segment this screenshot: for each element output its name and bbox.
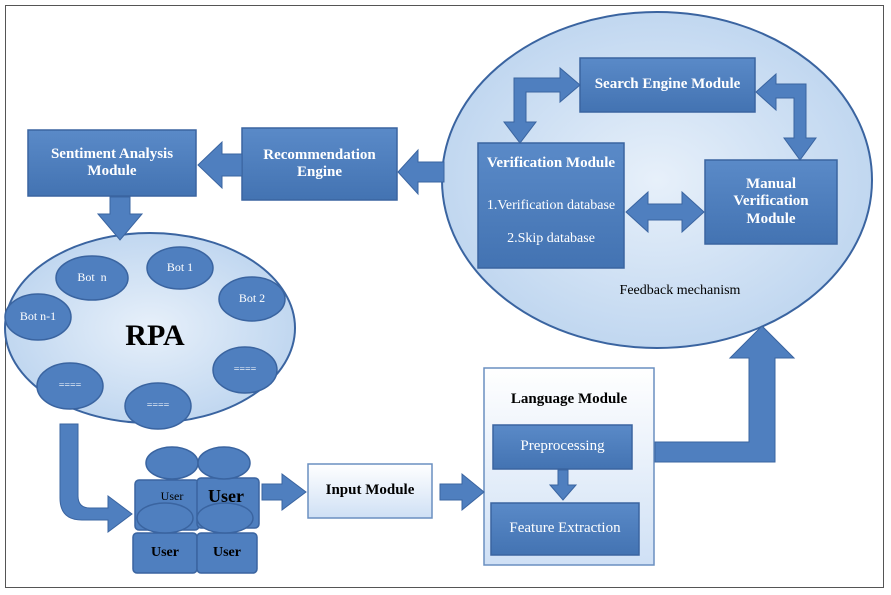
arrow-users-to-input: [261, 473, 307, 511]
sentiment-analysis-box: [27, 129, 197, 197]
user-bottom-left-label: User: [151, 544, 179, 560]
user-small-label: User: [160, 489, 184, 504]
search-engine-box: [579, 57, 756, 113]
diagram-frame: [5, 5, 884, 588]
rpa-label: RPA: [125, 318, 185, 352]
arrow-recommendation-to-sentiment: [197, 140, 243, 190]
bot-1-label: Bot 1: [166, 260, 194, 275]
arrow-rpa-to-users: [59, 423, 133, 533]
bot-extra-right-label: ====: [233, 364, 257, 376]
bot-extra-left-node: [36, 362, 104, 410]
input-module-label: Input Module: [325, 482, 415, 499]
manual-verification-box: [704, 159, 838, 245]
preprocessing-label: Preprocessing: [520, 438, 605, 455]
arrow-verification-manual: [625, 190, 705, 234]
arrow-preprocessing-to-feature: [548, 469, 578, 501]
bot-n-node: [55, 255, 129, 301]
bot-extra-bottom-node: [124, 382, 192, 430]
sentiment-analysis-label: Sentiment Analysis Module: [50, 145, 174, 179]
feedback-mechanism-label: Feedback mechanism: [619, 282, 741, 298]
preprocessing-box: [492, 424, 633, 470]
bot-n1-label: Bot n-1: [19, 309, 57, 324]
verification-item-2: 2.Skip database: [507, 230, 595, 246]
recommendation-engine-label: Recommendation Engine: [263, 146, 376, 180]
arrow-sentiment-to-rpa: [96, 196, 144, 241]
user-head-bottom-left: [136, 502, 194, 534]
feature-extraction-box: [490, 502, 640, 556]
input-module-box: [307, 463, 433, 519]
user-head-top-right: [197, 446, 251, 480]
bot-extra-bottom-label: ====: [146, 400, 170, 412]
arrow-language-to-feedback: [654, 325, 796, 463]
arrow-search-manual: [755, 72, 817, 161]
search-engine-label: Search Engine Module: [594, 76, 741, 93]
verification-item-1: 1.Verification database: [486, 197, 616, 213]
user-head-bottom-right: [196, 502, 254, 534]
recommendation-engine-box: [241, 127, 398, 201]
bot-1-node: [146, 246, 214, 290]
feature-extraction-label: Feature Extraction: [509, 520, 621, 537]
user-head-top-left: [145, 446, 199, 480]
verification-module-box: [477, 142, 625, 269]
user-large-label: User: [208, 485, 244, 506]
arrow-search-verification: [502, 66, 581, 144]
language-module-title: Language Module: [510, 391, 628, 408]
user-bottom-right-label: User: [213, 544, 241, 560]
manual-verification-label: Manual Verification Module: [733, 176, 809, 227]
verification-title: Verification Module: [486, 155, 616, 172]
bot-2-label: Bot 2: [238, 291, 266, 306]
arrow-feedback-to-recommendation: [397, 148, 445, 196]
bot-n1-node: [4, 293, 72, 341]
bot-extra-left-label: ====: [58, 380, 82, 392]
bot-2-node: [218, 276, 286, 322]
bot-n-label: Bot n: [77, 270, 107, 285]
bot-extra-right-node: [212, 346, 278, 394]
arrow-input-to-language: [439, 472, 485, 512]
